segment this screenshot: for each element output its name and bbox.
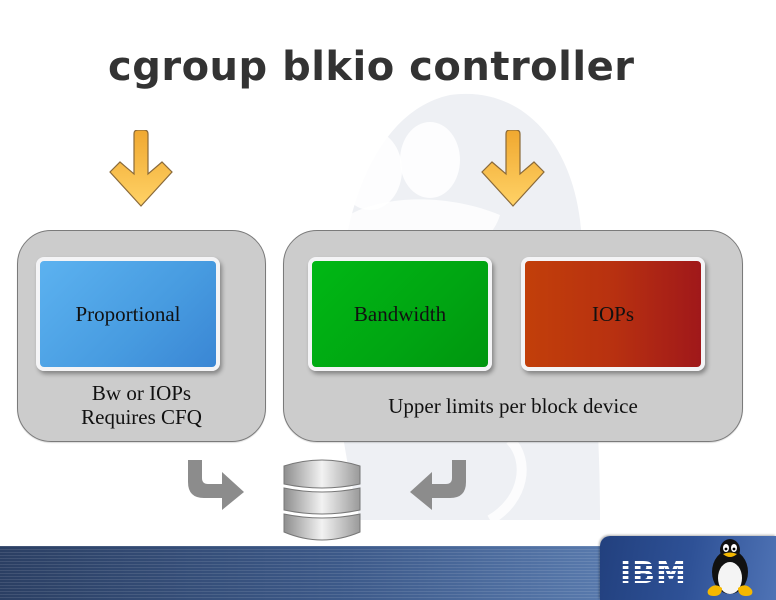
proportional-label: Proportional <box>75 301 181 326</box>
iops-card[interactable]: IOPs <box>521 257 705 371</box>
caption-line: Upper limits per block device <box>388 394 638 418</box>
tux-penguin-icon <box>707 539 753 596</box>
caption-line: Requires CFQ <box>81 405 202 429</box>
bandwidth-label: Bandwidth <box>353 301 447 326</box>
throttling-caption: Upper limits per block device <box>284 394 742 418</box>
database-icon <box>283 459 361 541</box>
curved-arrow-left-icon <box>410 460 466 510</box>
curved-arrow-right-icon <box>188 460 244 510</box>
slide-title: cgroup blkio controller <box>108 44 635 90</box>
ibm-logo: IBM <box>620 556 687 591</box>
bandwidth-card[interactable]: Bandwidth <box>308 257 492 371</box>
iops-label: IOPs <box>591 301 634 326</box>
proportional-group: Proportional Bw or IOPs Requires CFQ <box>17 230 266 442</box>
throttling-group: Bandwidth IOPs Upper limits per block de… <box>283 230 743 442</box>
caption-line: Bw or IOPs <box>91 381 192 405</box>
arrow-down-icon <box>109 130 173 207</box>
proportional-caption: Bw or IOPs Requires CFQ <box>18 381 265 429</box>
proportional-card[interactable]: Proportional <box>36 257 220 371</box>
arrow-down-icon <box>481 130 545 207</box>
